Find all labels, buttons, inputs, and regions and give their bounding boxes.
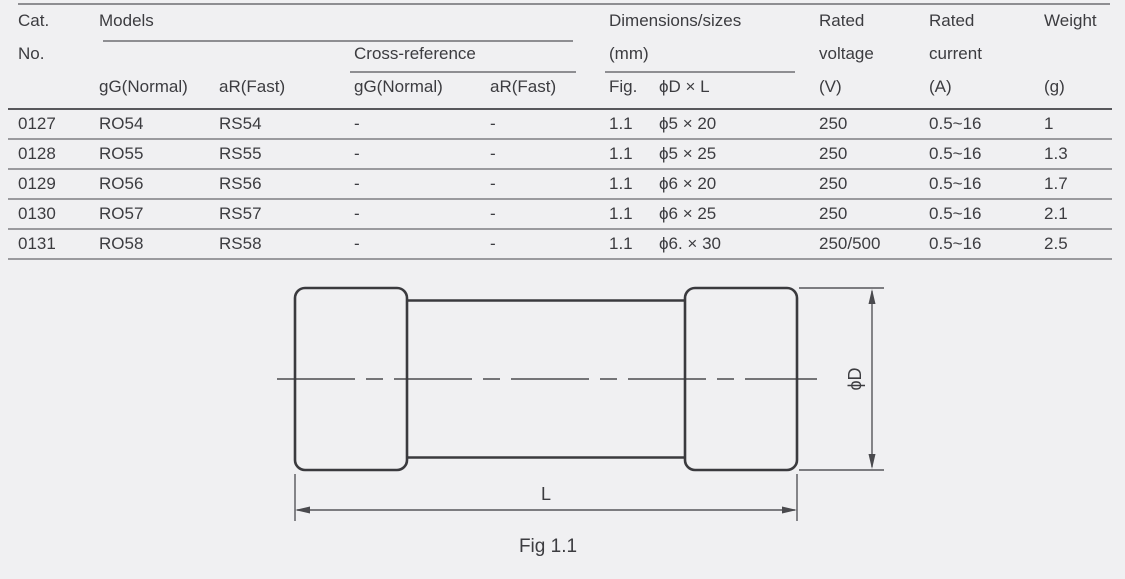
- dimension-cell: ϕ6 × 25: [655, 199, 816, 230]
- arrow-up-icon: [868, 289, 876, 304]
- header-cat-spacer: [8, 73, 95, 110]
- header-dimensions-unit: (mm): [605, 42, 816, 73]
- table-row: 0130 RO57 RS57 - - 1.1 ϕ6 × 25 250 0.5~1…: [8, 199, 1113, 230]
- diameter-label: ϕD: [845, 367, 865, 390]
- voltage-cell: 250: [815, 199, 926, 230]
- subheader-weight-unit: (g): [1040, 73, 1113, 110]
- figure-caption: Fig 1.1: [519, 536, 577, 557]
- current-cell: 0.5~16: [925, 169, 1041, 200]
- fuse-dimension-drawing: ϕD L Fig 1.1: [277, 286, 884, 557]
- table-row: 0131 RO58 RS58 - - 1.1 ϕ6. × 30 250/500 …: [8, 229, 1113, 260]
- current-cell: 0.5~16: [925, 229, 1041, 260]
- model-ar-cell: RS54: [215, 109, 350, 140]
- voltage-cell: 250: [815, 169, 926, 200]
- model-ar-cell: RS56: [215, 169, 350, 200]
- length-label: L: [541, 484, 551, 504]
- voltage-cell: 250: [815, 109, 926, 140]
- cross-gg-cell: -: [350, 169, 486, 200]
- dimension-cell: ϕ6. × 30: [655, 229, 816, 260]
- header-cat-no: No.: [18, 44, 45, 63]
- header-cross-reference: Cross-reference: [350, 42, 605, 73]
- cat-no-cell: 0127: [8, 109, 95, 140]
- arrow-right-icon: [782, 506, 797, 514]
- current-cell: 0.5~16: [925, 199, 1041, 230]
- header-dimensions: Dimensions/sizes: [609, 11, 742, 30]
- arrow-down-icon: [868, 454, 876, 469]
- cross-ar-cell: -: [486, 199, 605, 230]
- fig-cell: 1.1: [605, 109, 655, 140]
- model-gg-cell: RO55: [95, 139, 215, 170]
- voltage-cell: 250: [815, 139, 926, 170]
- table-row: 0128 RO55 RS55 - - 1.1 ϕ5 × 25 250 0.5~1…: [8, 139, 1113, 170]
- header-row-2: No. Cross-reference (mm) voltage current: [8, 42, 1112, 73]
- model-gg-cell: RO58: [95, 229, 215, 260]
- dimension-cell: ϕ5 × 20: [655, 109, 816, 140]
- weight-cell: 1: [1040, 109, 1113, 140]
- header-rated-current: Rated: [929, 11, 975, 30]
- cross-gg-cell: -: [350, 139, 486, 170]
- model-gg-cell: RO56: [95, 169, 215, 200]
- cross-ar-cell: -: [486, 139, 605, 170]
- voltage-cell: 250/500: [815, 229, 926, 260]
- model-gg-cell: RO54: [95, 109, 215, 140]
- cross-gg-cell: -: [350, 199, 486, 230]
- cross-gg-cell: -: [350, 229, 486, 260]
- subheader-current-unit: (A): [925, 73, 1041, 110]
- current-cell: 0.5~16: [925, 109, 1041, 140]
- fig-cell: 1.1: [605, 169, 655, 200]
- fuse-right-cap: [683, 286, 799, 472]
- model-ar-cell: RS58: [215, 229, 350, 260]
- header-weight: Weight: [1044, 11, 1097, 30]
- cat-no-cell: 0129: [8, 169, 95, 200]
- model-ar-cell: RS55: [215, 139, 350, 170]
- current-cell: 0.5~16: [925, 139, 1041, 170]
- model-gg-cell: RO57: [95, 199, 215, 230]
- header-current-word: current: [929, 44, 982, 63]
- header-weight-spacer: [1040, 42, 1112, 73]
- cross-ar-cell: -: [486, 229, 605, 260]
- subheader-models-gg: gG(Normal): [95, 73, 215, 110]
- model-ar-cell: RS57: [215, 199, 350, 230]
- dimension-cell: ϕ5 × 25: [655, 139, 816, 170]
- weight-cell: 2.1: [1040, 199, 1113, 230]
- cat-no-cell: 0131: [8, 229, 95, 260]
- dimension-cell: ϕ6 × 20: [655, 169, 816, 200]
- weight-cell: 1.7: [1040, 169, 1113, 200]
- cross-ar-cell: -: [486, 109, 605, 140]
- subheader-voltage-unit: (V): [815, 73, 926, 110]
- subheader-dxl: ϕD × L: [655, 73, 816, 110]
- fuse-left-cap: [293, 286, 409, 472]
- cat-no-cell: 0130: [8, 199, 95, 230]
- arrow-left-icon: [295, 506, 310, 514]
- cross-gg-cell: -: [350, 109, 486, 140]
- header-cat: Cat.: [18, 11, 50, 30]
- subheader-fig: Fig.: [605, 73, 655, 110]
- subheader-cross-ar: aR(Fast): [486, 73, 605, 110]
- fig-cell: 1.1: [605, 199, 655, 230]
- header-models-spacer: [95, 42, 350, 73]
- fuse-spec-table: Cat. Models Dimensions/sizes Rated Rated…: [8, 4, 1113, 260]
- cross-ar-cell: -: [486, 169, 605, 200]
- fig-cell: 1.1: [605, 229, 655, 260]
- cat-no-cell: 0128: [8, 139, 95, 170]
- header-voltage-word: voltage: [819, 44, 874, 63]
- fig-cell: 1.1: [605, 139, 655, 170]
- subheader-cross-gg: gG(Normal): [350, 73, 486, 110]
- table-row: 0127 RO54 RS54 - - 1.1 ϕ5 × 20 250 0.5~1…: [8, 109, 1113, 140]
- header-models-group: Models: [95, 4, 605, 42]
- header-rated-voltage: Rated: [819, 11, 865, 30]
- header-row-3: gG(Normal) aR(Fast) gG(Normal) aR(Fast) …: [8, 73, 1113, 110]
- subheader-models-ar: aR(Fast): [215, 73, 350, 110]
- table-row: 0129 RO56 RS56 - - 1.1 ϕ6 × 20 250 0.5~1…: [8, 169, 1113, 200]
- weight-cell: 2.5: [1040, 229, 1113, 260]
- header-row-1: Cat. Models Dimensions/sizes Rated Rated…: [8, 4, 1112, 42]
- weight-cell: 1.3: [1040, 139, 1113, 170]
